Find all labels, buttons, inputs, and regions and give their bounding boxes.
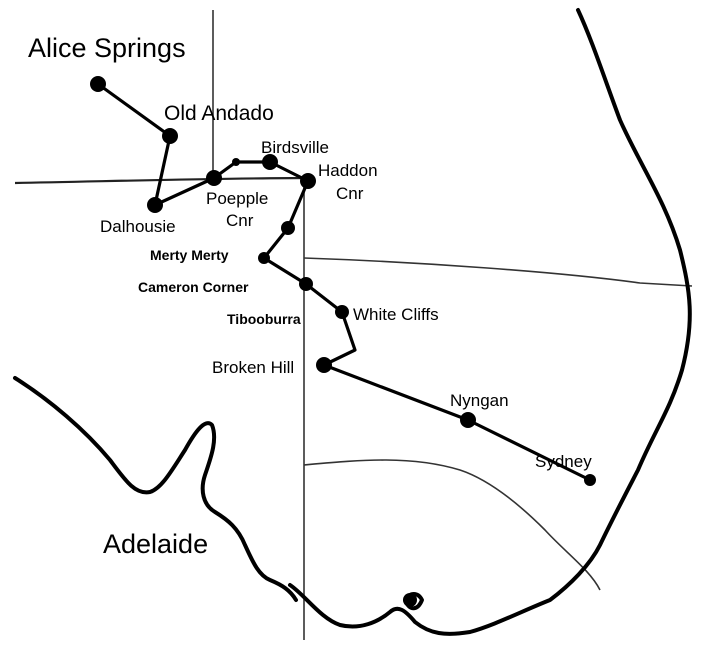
place-labels: Alice Springs Adelaide Old Andado Birdsv… [28, 33, 592, 559]
town-marker-old-andado [162, 128, 178, 144]
label-white-cliffs: White Cliffs [353, 305, 439, 324]
town-marker-route-stop [281, 221, 295, 235]
town-marker-birdsville [262, 154, 278, 170]
label-old-andado: Old Andado [164, 102, 274, 125]
label-haddon-cnr-line2: Cnr [336, 184, 364, 203]
town-marker-waypoint [232, 158, 240, 166]
town-marker-melbourne [403, 593, 417, 607]
town-marker-sydney [584, 474, 596, 486]
label-broken-hill: Broken Hill [212, 358, 294, 377]
label-alice-springs: Alice Springs [28, 33, 186, 63]
town-marker-dalhousie [147, 197, 163, 213]
town-marker-broken-hill [316, 357, 332, 373]
label-birdsville: Birdsville [261, 138, 329, 157]
south-coastline [13, 376, 298, 602]
town-marker-poepple-cnr [206, 170, 222, 186]
town-marker-nyngan [460, 412, 476, 428]
qld-nsw-border [303, 257, 693, 287]
state-borders [14, 10, 693, 640]
label-nyngan: Nyngan [450, 391, 509, 410]
label-haddon-cnr-line1: Haddon [318, 161, 378, 180]
town-marker-white-cliffs [335, 305, 349, 319]
label-poepple-cnr-line1: Poepple [206, 189, 268, 208]
label-adelaide: Adelaide [103, 529, 208, 559]
towns [90, 76, 596, 607]
label-sydney: Sydney [535, 452, 592, 471]
town-marker-alice-springs [90, 76, 106, 92]
town-marker-haddon-cnr [300, 173, 316, 189]
label-dalhousie: Dalhousie [100, 217, 176, 236]
label-tibooburra: Tibooburra [227, 311, 301, 327]
nsw-vic-border [303, 459, 601, 591]
nt-sa-border [14, 176, 311, 185]
town-marker-merty-merty [258, 252, 270, 264]
town-marker-cameron-corner [299, 277, 313, 291]
label-cameron-corner: Cameron Corner [138, 279, 249, 295]
label-merty-merty: Merty Merty [150, 247, 229, 263]
label-poepple-cnr-line2: Cnr [226, 211, 254, 230]
east-coastline [288, 8, 692, 636]
